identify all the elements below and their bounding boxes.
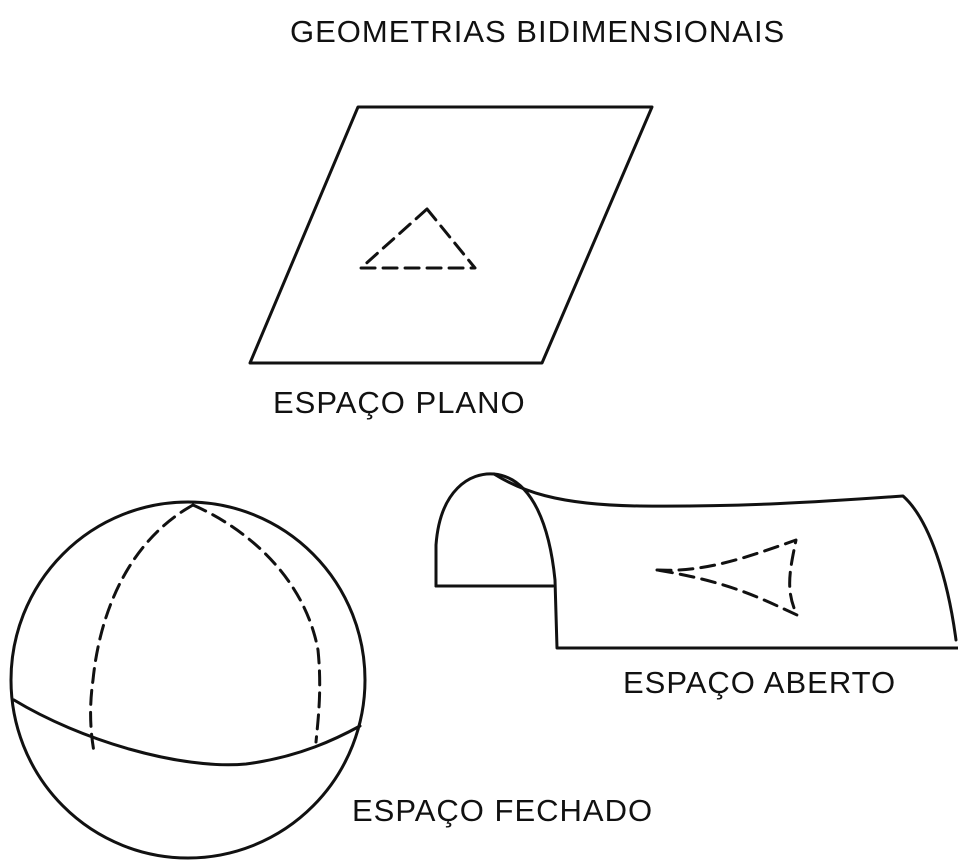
figure-title: GEOMETRIAS BIDIMENSIONAIS xyxy=(290,14,786,49)
flat-space-label: ESPAÇO PLANO xyxy=(273,385,526,420)
sphere-outline xyxy=(9,500,367,860)
open-space-drawing xyxy=(434,472,958,650)
open-triangle xyxy=(655,538,799,617)
saddle-top-edge xyxy=(492,472,958,642)
sphere-equator xyxy=(12,698,362,767)
closed-space-label: ESPAÇO FECHADO xyxy=(352,793,654,828)
open-space-label: ESPAÇO ABERTO xyxy=(623,665,897,700)
sphere-meridian-left xyxy=(89,503,195,754)
flat-plane xyxy=(248,105,654,365)
saddle-front-arch xyxy=(434,472,958,650)
closed-space-drawing xyxy=(9,500,367,860)
sphere-meridian-right xyxy=(191,503,322,744)
flat-space-drawing xyxy=(248,105,654,365)
flat-triangle xyxy=(359,207,477,270)
